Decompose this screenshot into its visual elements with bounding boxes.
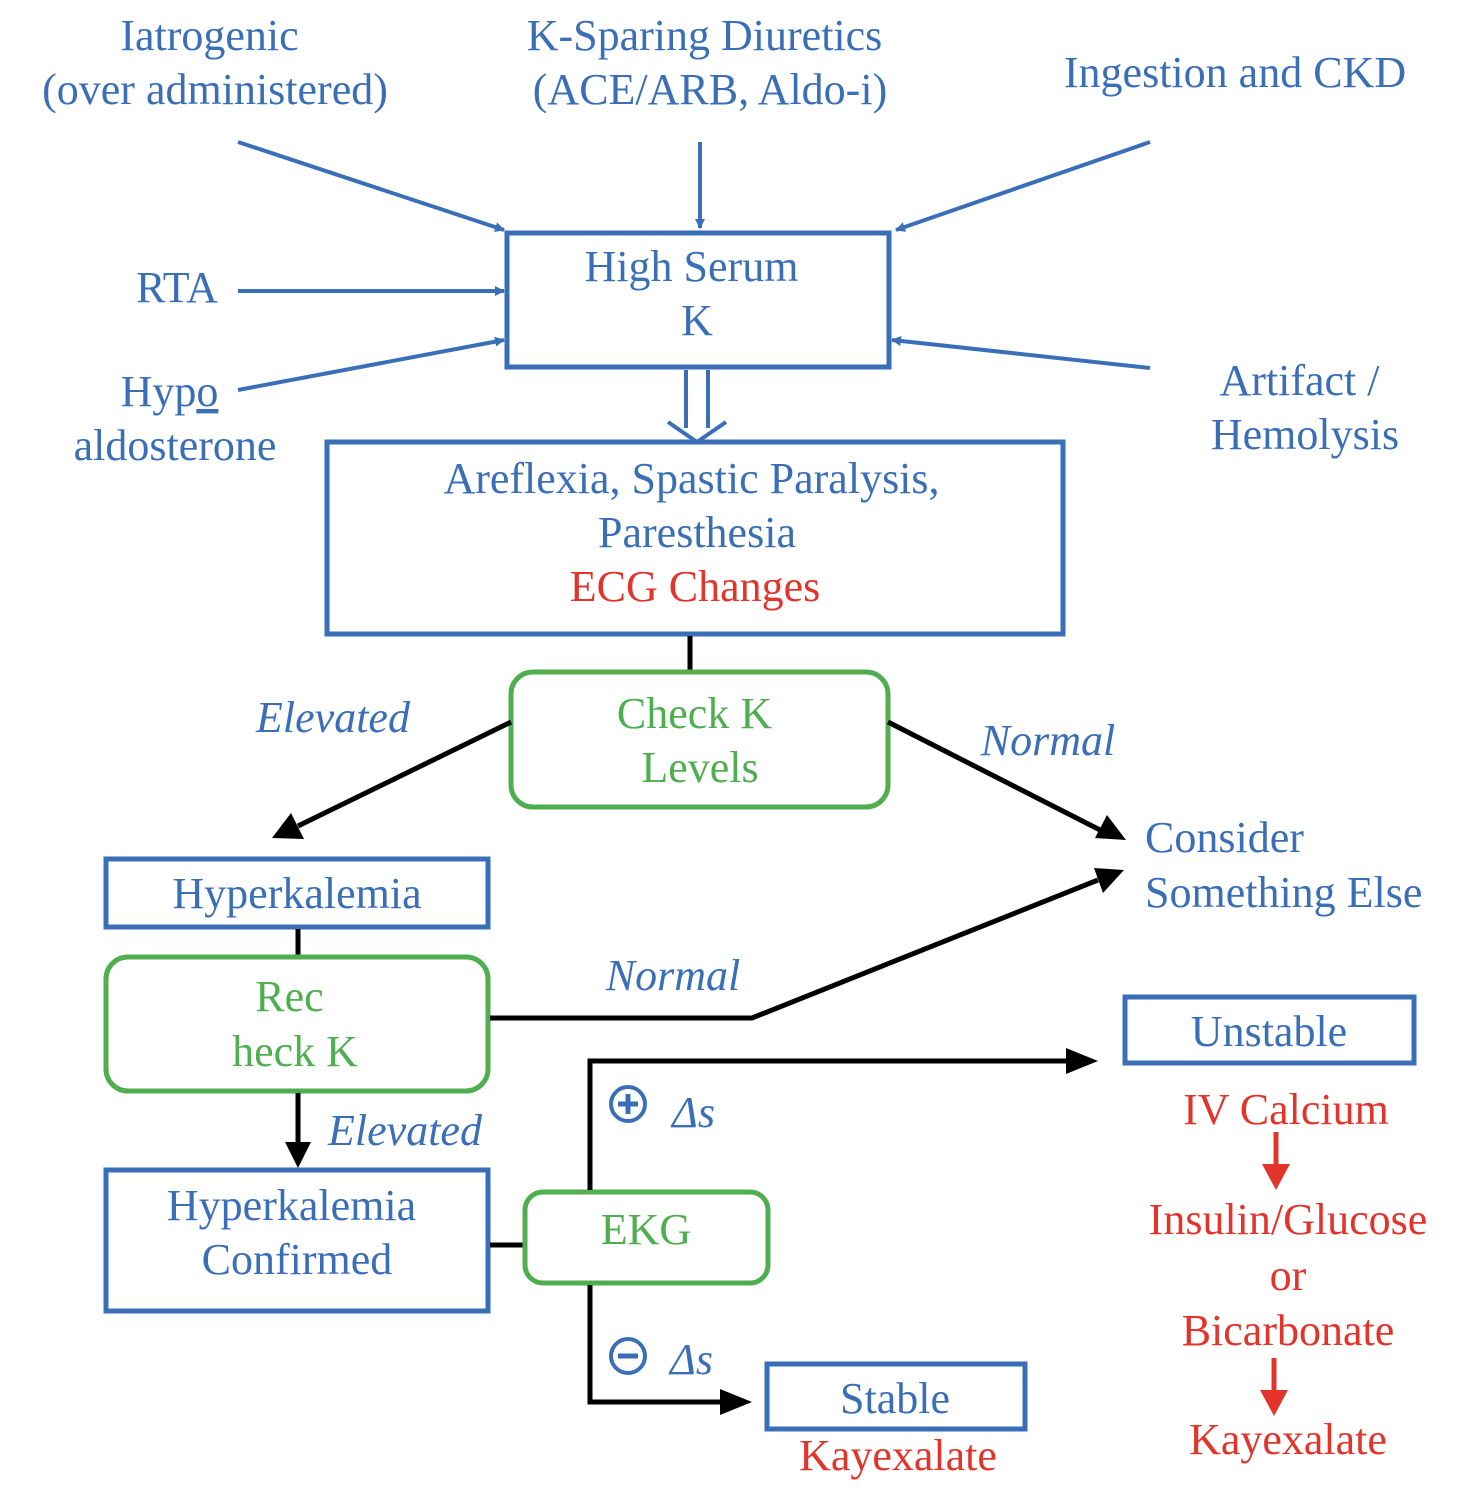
- check-k-levels-box: [508, 669, 891, 810]
- minus-circle-icon: [609, 1337, 647, 1375]
- hyperkalemia-confirmed-label: Hyperkalemia Confirmed: [167, 1181, 427, 1284]
- label-normal-2: Normal: [605, 951, 740, 1000]
- unstable-label: Unstable: [1191, 1007, 1347, 1056]
- cause-k-sparing-diuretics: K-Sparing Diuretics (ACE/ARB, Aldo-i): [527, 11, 894, 114]
- cause-ingestion-ckd: Ingestion and CKD: [1064, 48, 1406, 97]
- label-normal-1: Normal: [980, 716, 1115, 765]
- check-k-levels-label: Check K Levels: [617, 689, 783, 792]
- ekg-label: EKG: [601, 1205, 691, 1254]
- recheck-k-label: Rec heck K: [232, 972, 358, 1076]
- double-arrow-down: [666, 370, 728, 445]
- arrow-iatrogenic: [237, 140, 505, 232]
- treatment-bicarbonate: Bicarbonate: [1182, 1306, 1395, 1355]
- arrowhead-ekg-negative: [720, 1389, 752, 1415]
- cause-arrows: [237, 140, 1151, 392]
- high-serum-k-box: [504, 230, 892, 370]
- ekg-box: [522, 1189, 771, 1286]
- hyperkalemia-box: [103, 856, 491, 930]
- arrowhead-ekg-positive: [1066, 1048, 1098, 1074]
- label-minus-delta: Δs: [668, 1335, 713, 1384]
- line-normal-2: [490, 877, 1099, 1021]
- stable-label: Stable: [840, 1374, 950, 1423]
- red-arrow-1-head: [1262, 1164, 1290, 1190]
- plus-circle-icon: [609, 1085, 647, 1123]
- cause-hypoaldosterone: Hypo aldosterone: [74, 367, 277, 470]
- ecg-changes-label: ECG Changes: [570, 562, 821, 611]
- arrowhead-normal-1: [1095, 815, 1126, 840]
- treatment-iv-calcium: IV Calcium: [1183, 1085, 1389, 1134]
- arrow-hypoaldo: [237, 336, 505, 392]
- cause-rta: RTA: [136, 263, 218, 312]
- line-ekg-positive: [587, 1058, 1068, 1190]
- label-elevated-1: Elevated: [255, 693, 411, 742]
- treatment-kayexalate-stable: Kayexalate: [799, 1431, 997, 1480]
- label-plus-delta: Δs: [670, 1088, 715, 1137]
- hyperkalemia-confirmed-box: [103, 1167, 491, 1314]
- treatment-insulin-glucose: Insulin/Glucose: [1149, 1195, 1428, 1244]
- high-serum-k-label: High Serum K: [585, 242, 810, 345]
- symptoms-text: Areflexia, Spastic Paralysis, Paresthesi…: [443, 454, 950, 557]
- cause-iatrogenic: Iatrogenic (over administered): [42, 11, 388, 114]
- arrow-ingestion: [895, 140, 1151, 232]
- cause-artifact-hemolysis: Artifact / Hemolysis: [1211, 356, 1399, 459]
- treatment-or: or: [1270, 1251, 1307, 1300]
- recheck-k-box: [103, 954, 491, 1094]
- check-branch-lines: [296, 719, 1102, 833]
- treatment-kayexalate-unstable: Kayexalate: [1189, 1415, 1387, 1464]
- hyperkalemia-label: Hyperkalemia: [172, 869, 421, 918]
- line-normal-1: [886, 719, 1102, 833]
- label-elevated-2: Elevated: [327, 1106, 483, 1155]
- arrowhead-elevated-1: [272, 813, 304, 839]
- stable-box: [764, 1361, 1028, 1432]
- line-ekg-negative: [587, 1285, 724, 1405]
- symptoms-box: [324, 439, 1066, 637]
- unstable-box: [1122, 994, 1417, 1066]
- red-arrow-2-head: [1260, 1390, 1288, 1416]
- arrowhead-normal-2: [1094, 868, 1124, 893]
- line-elevated-1: [296, 719, 513, 829]
- arrowhead-elevated-2: [285, 1142, 311, 1168]
- arrow-artifact: [891, 336, 1151, 370]
- consider-something-else: Consider Something Else: [1145, 813, 1422, 917]
